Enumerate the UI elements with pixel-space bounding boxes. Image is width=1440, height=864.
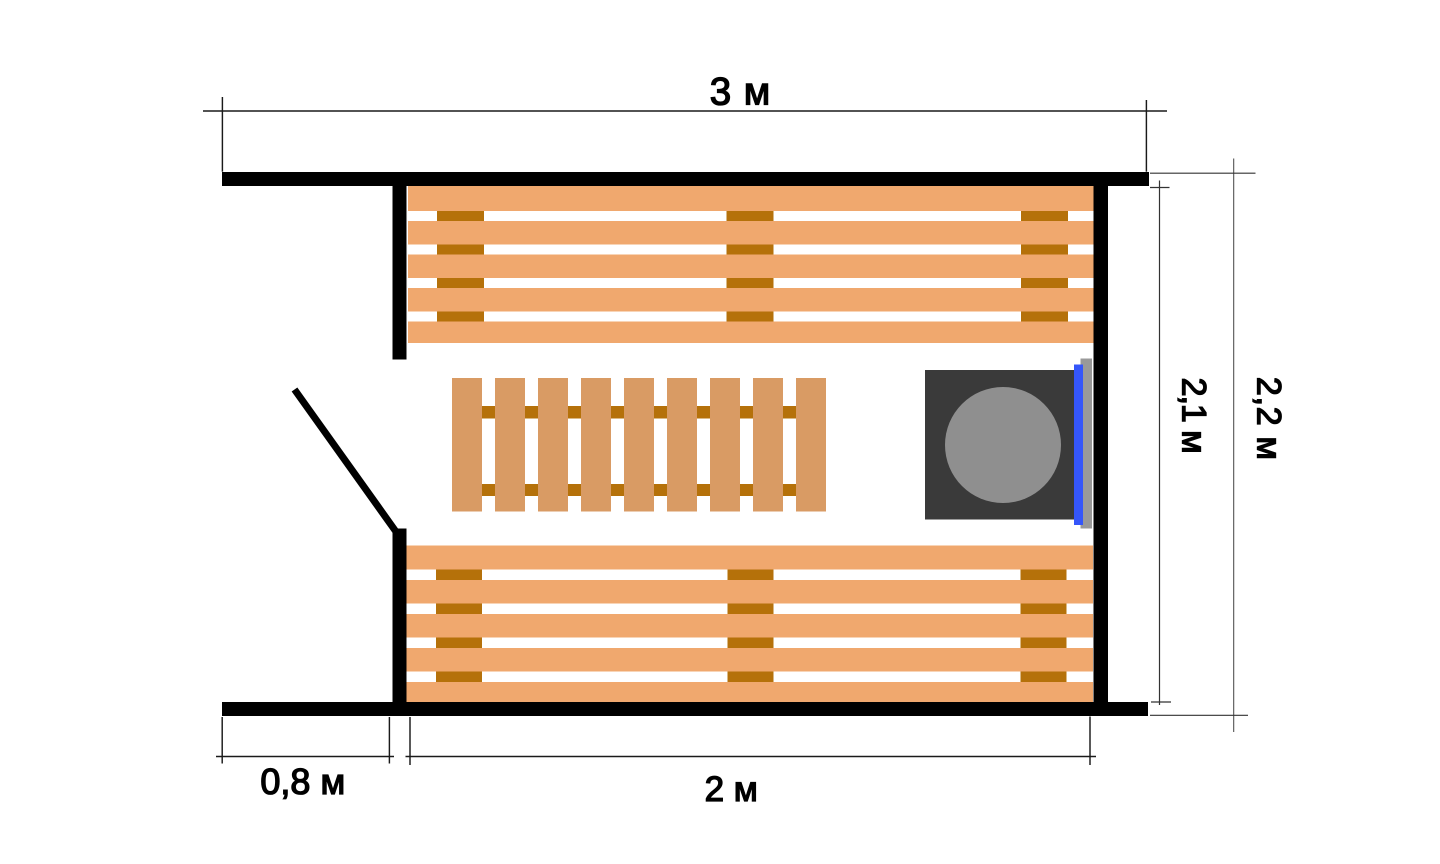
svg-text:2 м: 2 м [705, 770, 758, 809]
svg-text:2,1 м: 2,1 м [1175, 378, 1213, 454]
svg-text:2,2 м: 2,2 м [1250, 377, 1288, 460]
svg-text:0,8 м: 0,8 м [260, 761, 345, 802]
svg-text:3 м: 3 м [710, 71, 772, 114]
